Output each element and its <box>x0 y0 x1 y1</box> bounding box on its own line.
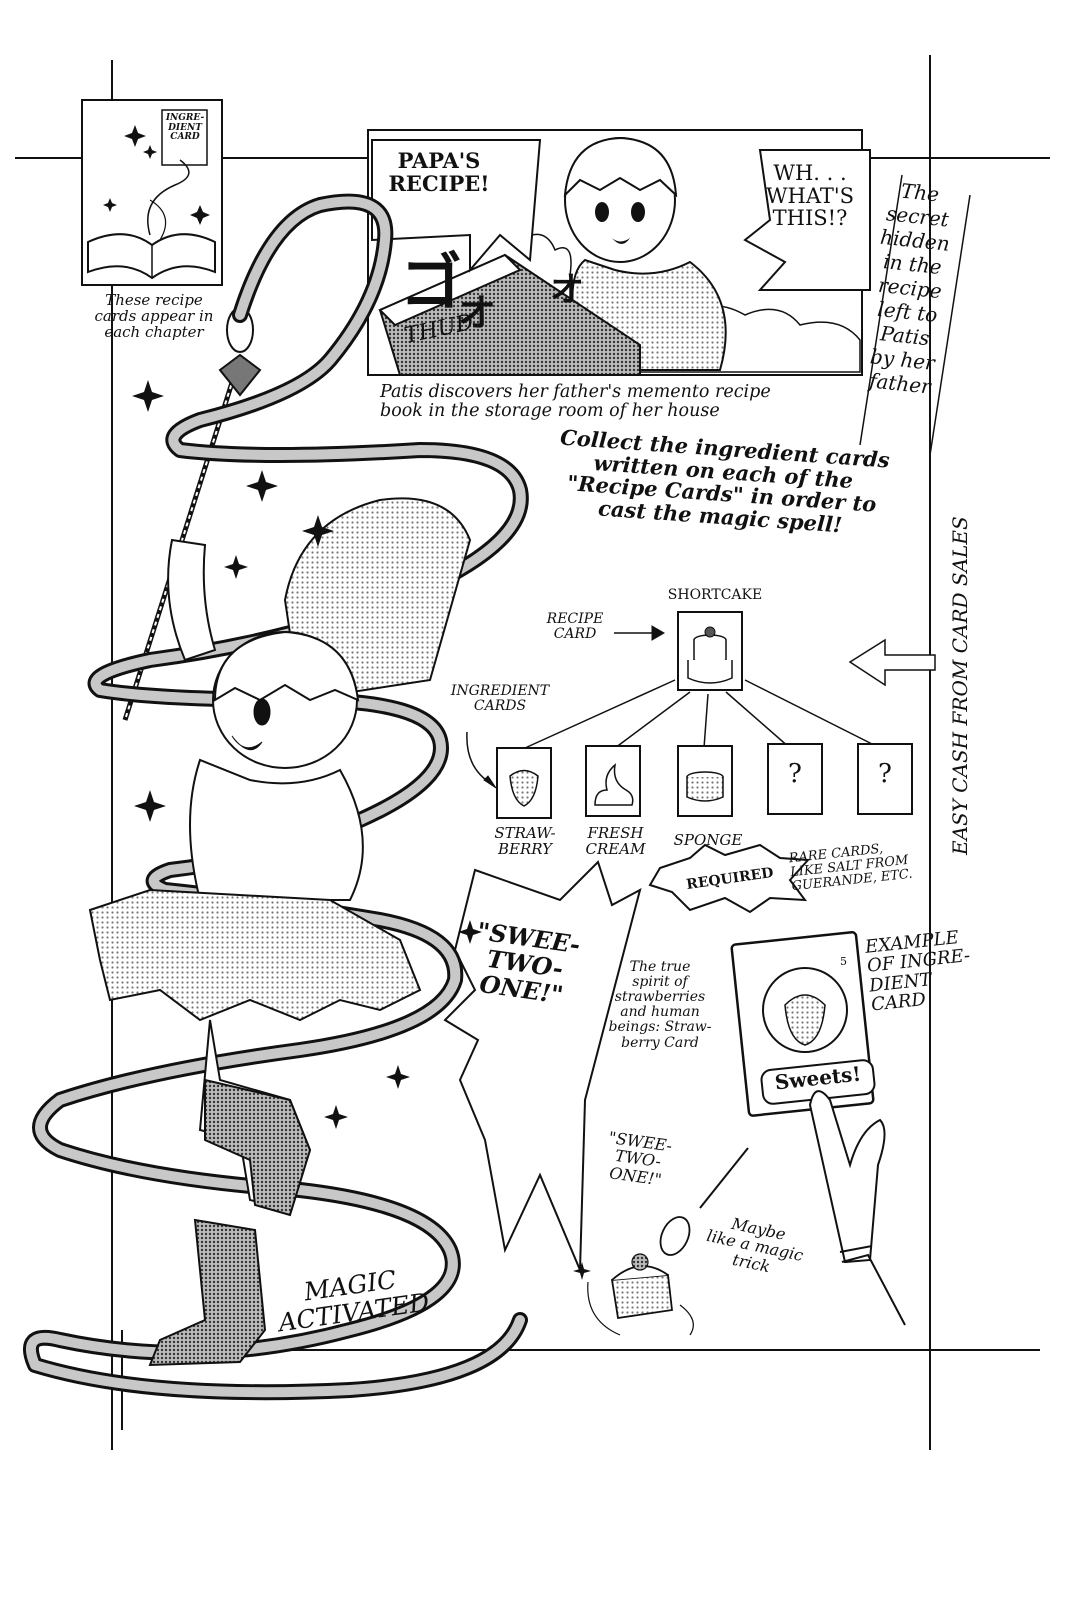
easy-cash-vertical-text: EASY CASH FROM CARD SALES <box>948 516 972 855</box>
magical-girl-art <box>23 193 591 1401</box>
card-label-fresh-cream: FRESH CREAM <box>585 824 646 859</box>
recipe-cards-caption: These recipe cards appear in each chapte… <box>94 291 214 342</box>
ingredient-cards-label: INGREDIENT CARDS <box>450 683 550 715</box>
card-label-unknown-1: ? <box>788 759 802 789</box>
top-panel <box>367 129 871 376</box>
card-label-sponge: SPONGE <box>673 831 743 849</box>
ingredient-card-label: INGRE- DIENT CARD <box>165 113 205 143</box>
recipe-card-label: RECIPE CARD <box>546 611 604 643</box>
recipe-diagram <box>466 611 936 914</box>
papas-recipe-text: PAPA'S RECIPE! <box>388 148 490 196</box>
top-left-panel <box>81 99 223 286</box>
what-is-this-text: WH. . . WHAT'S THIS!? <box>765 161 855 231</box>
example-card-label: EXAMPLE OF INGRE- DIENT CARD <box>864 927 972 1016</box>
example-card-number: 5 <box>840 955 847 968</box>
magic-trick-art <box>587 1147 749 1336</box>
sfx-o-2: オ <box>550 270 584 310</box>
card-label-unknown-2: ? <box>878 759 892 789</box>
strawberry-spirit-note: The true spirit of strawberries and huma… <box>608 959 712 1051</box>
swee-two-one-small: "SWEE- TWO- ONE!" <box>607 1127 674 1189</box>
example-card-art <box>730 931 906 1326</box>
sfx-go: ゴ <box>400 246 463 319</box>
sfx-o-1: オ <box>458 291 497 335</box>
swee-two-one-big: "SWEE- TWO- ONE!" <box>475 916 583 1010</box>
top-panel-caption: Patis discovers her father's memento rec… <box>380 382 771 421</box>
card-label-strawberry: STRAW- BERRY <box>494 824 556 859</box>
shortcake-label: SHORTCAKE <box>667 587 763 603</box>
side-note-bracket <box>859 174 971 456</box>
speech-burst <box>443 860 642 1271</box>
